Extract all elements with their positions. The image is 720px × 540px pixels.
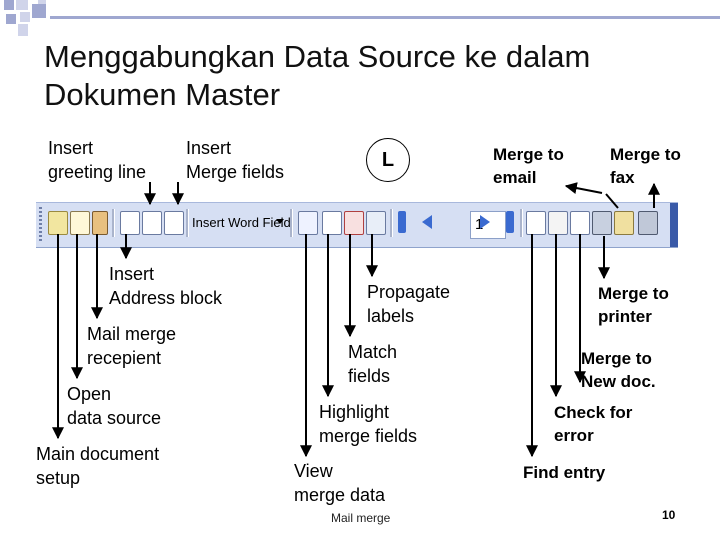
toolbar-grip[interactable]: [39, 207, 42, 241]
label-insert-merge-fields: Insert Merge fields: [186, 136, 284, 184]
label-merge-to-fax: Merge to fax: [610, 143, 681, 189]
insert-merge-fields-icon[interactable]: [164, 211, 184, 235]
label-check-for-error: Check for error: [554, 401, 632, 447]
label-text: Mail merge: [87, 324, 177, 344]
toolbar-separator: [112, 209, 115, 237]
insert-address-block-icon[interactable]: [120, 211, 140, 235]
toolbar-separator: [520, 209, 523, 237]
l-callout-circle: L: [366, 138, 410, 182]
decor-square: [18, 24, 28, 36]
label-text: Check for: [554, 403, 633, 422]
label-text: greeting line: [48, 162, 147, 182]
view-merged-data-icon[interactable]: [298, 211, 318, 235]
label-text: printer: [598, 307, 652, 326]
toolbar-separator: [290, 209, 293, 237]
propagate-labels-icon[interactable]: [366, 211, 386, 235]
label-text: Insert: [109, 264, 155, 284]
label-merge-to-new-doc: Merge to New doc.: [581, 347, 656, 393]
label-text: fax: [610, 168, 635, 187]
label-insert-address-block: Insert Address block: [109, 262, 222, 310]
decor-square: [6, 14, 16, 24]
decor-square: [16, 0, 28, 10]
label-text: New doc.: [581, 372, 656, 391]
label-text: labels: [367, 306, 415, 326]
label-text: Merge to: [493, 145, 564, 164]
decor-square: [38, 0, 46, 4]
check-for-errors-icon[interactable]: [548, 211, 568, 235]
label-mail-merge-recipient: Mail merge recepient: [87, 322, 176, 370]
toolbar-overflow-icon[interactable]: [670, 203, 678, 247]
find-entry-icon[interactable]: [526, 211, 546, 235]
label-text: data source: [67, 408, 162, 428]
record-number-value: 1: [475, 216, 484, 233]
toolbar-separator: [390, 209, 393, 237]
open-data-source-icon[interactable]: [70, 211, 90, 235]
decor-square: [20, 12, 30, 22]
merge-to-printer-icon[interactable]: [592, 211, 612, 235]
label-merge-to-printer: Merge to printer: [598, 282, 669, 328]
label-open-data-source: Open data source: [67, 382, 161, 430]
mail-merge-toolbar: Insert Word Field 1: [36, 202, 678, 248]
arrow-merge-to-email: [564, 182, 603, 194]
next-record-icon[interactable]: [480, 215, 490, 229]
label-text: Address block: [109, 288, 223, 308]
slide-footer: Mail merge: [331, 511, 391, 525]
label-find-entry: Find entry: [523, 463, 606, 482]
previous-record-icon[interactable]: [422, 215, 432, 229]
label-text: Insert: [186, 138, 232, 158]
label-text: Open: [67, 384, 112, 404]
merge-to-fax-icon[interactable]: [638, 211, 658, 235]
insert-greeting-line-icon[interactable]: [142, 211, 162, 235]
label-view-merge-data: View merge data: [294, 459, 385, 507]
first-record-icon[interactable]: [398, 211, 406, 233]
label-text: fields: [348, 366, 391, 386]
dropdown-arrow-icon: [276, 219, 284, 224]
last-record-icon[interactable]: [506, 211, 514, 233]
highlight-merge-fields-icon[interactable]: [322, 211, 342, 235]
page-number: 10: [662, 508, 676, 522]
slide-title-line2: Dokumen Master: [44, 77, 281, 112]
label-text: setup: [36, 468, 81, 488]
label-highlight-merge-fields: Highlight merge fields: [319, 400, 417, 448]
label-text: Insert: [48, 138, 94, 158]
label-text: Merge fields: [186, 162, 285, 182]
match-fields-icon[interactable]: [344, 211, 364, 235]
arrow-merge-to-email-stem: [605, 193, 619, 209]
decor-square: [32, 4, 46, 18]
label-text: Main document: [36, 444, 160, 464]
label-text: Merge to: [581, 349, 652, 368]
label-text: email: [493, 168, 537, 187]
label-text: Propagate: [367, 282, 451, 302]
mail-merge-recipients-icon[interactable]: [92, 211, 108, 235]
insert-word-field-dropdown[interactable]: Insert Word Field: [192, 215, 291, 230]
slide-title-line1: Menggabungkan Data Source ke dalam: [44, 39, 591, 74]
label-main-document-setup: Main document setup: [36, 442, 159, 490]
label-text: recepient: [87, 348, 162, 368]
label-text: Match: [348, 342, 398, 362]
label-propagate-labels: Propagate labels: [367, 280, 450, 328]
label-merge-to-email: Merge to email: [493, 143, 564, 189]
decor-square: [4, 0, 14, 10]
label-text: Highlight: [319, 402, 390, 422]
label-match-fields: Match fields: [348, 340, 397, 388]
label-insert-greeting: Insert greeting line: [48, 136, 146, 184]
merge-to-email-icon[interactable]: [614, 211, 634, 235]
label-text: View: [294, 461, 333, 481]
label-text: Merge to: [598, 284, 669, 303]
slide-title: Menggabungkan Data Source ke dalam Dokum…: [44, 38, 590, 114]
title-rule: [50, 16, 720, 19]
label-text: error: [554, 426, 594, 445]
label-text: merge fields: [319, 426, 418, 446]
toolbar-separator: [186, 209, 189, 237]
label-text: Merge to: [610, 145, 681, 164]
label-text: merge data: [294, 485, 386, 505]
